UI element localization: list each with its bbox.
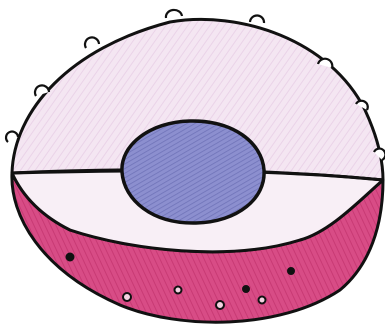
bump	[250, 15, 264, 23]
spot	[67, 254, 74, 261]
spot	[288, 268, 294, 274]
bump	[166, 10, 182, 18]
spot	[216, 301, 224, 309]
nucleus	[122, 121, 264, 223]
spot	[243, 286, 249, 292]
spot	[259, 297, 266, 304]
bump	[85, 37, 99, 48]
spot	[123, 293, 131, 301]
spot	[175, 287, 182, 294]
